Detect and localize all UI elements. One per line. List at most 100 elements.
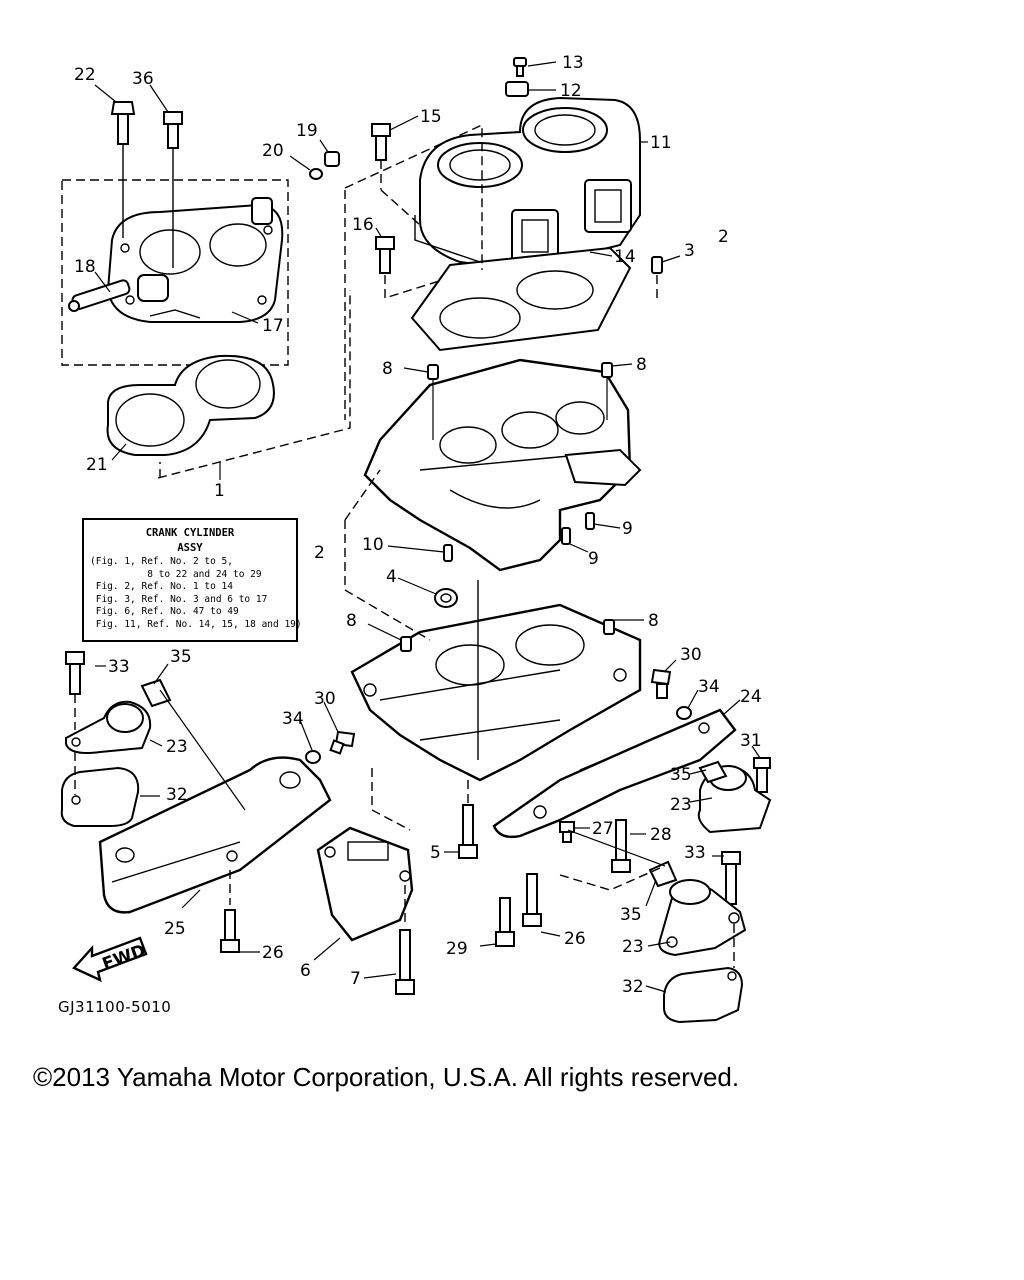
label-26a: 26 [262,943,284,963]
label-11: 11 [650,133,672,153]
label-2b: 2 [314,543,325,563]
label-31: 31 [740,731,762,751]
cylinder-head [106,197,284,323]
assy-line-main [344,123,483,270]
label-18: 18 [74,257,96,277]
assy-line-lower [371,768,411,831]
exploded-parts-diagram: FWD [60,53,772,1024]
label-35b: 35 [670,765,692,785]
part-3-dowel [651,256,663,300]
figure-code: GJ31100-5010 [58,998,172,1016]
label-36: 36 [132,69,154,89]
label-32b: 32 [622,977,644,997]
part-12-clip [505,81,529,97]
part-26-bolt-right [522,873,542,927]
legend-line-1: (Fig. 1, Ref. No. 2 to 5, [90,556,233,567]
part-32-plate-left [60,766,140,827]
label-30a: 30 [314,689,336,709]
legend-title-line-1: CRANK CYLINDER [145,527,235,539]
upper-crankcase [363,358,642,572]
label-15: 15 [420,107,442,127]
part-4-bushing [434,588,458,608]
part-15-bolt [371,123,421,226]
fwd-arrow-icon: FWD [72,936,148,983]
label-33b: 33 [684,843,706,863]
part-30-bolt-left [329,730,356,755]
label-21: 21 [86,455,108,475]
part-34-washer-right [676,706,692,720]
part-29-bolt [495,897,515,947]
part-9-pin-a [585,512,595,530]
head-gasket [106,354,275,456]
label-35a: 35 [170,647,192,667]
legend-title-line-2: ASSY [177,542,203,554]
assy-line-crankcase [344,469,431,641]
part-28-bolt [611,819,631,873]
label-8c: 8 [346,611,357,631]
label-17: 17 [262,316,284,336]
assy-line-right [559,867,661,891]
part-22-bolt [110,101,136,238]
part-8-dowel-c [400,636,412,652]
part-9-pin-b [561,527,571,545]
label-28: 28 [650,825,672,845]
part-18-plug [68,279,131,312]
label-10: 10 [362,535,384,555]
part-13-screw [513,57,527,77]
part-23-mount-left [65,700,152,754]
part-26-bolt-left [220,870,240,953]
label-25: 25 [164,919,186,939]
label-8a: 8 [382,359,393,379]
part-8-dowel-a [427,364,439,380]
label-24: 24 [740,687,762,707]
label-9b: 9 [588,549,599,569]
label-34a: 34 [282,709,304,729]
lower-crankcase [350,603,642,782]
part-8-dowel-d [603,619,615,635]
label-34b: 34 [698,677,720,697]
part-35-shim-left [140,678,172,708]
label-16: 16 [352,215,374,235]
label-30b: 30 [680,645,702,665]
label-19: 19 [296,121,318,141]
label-8d: 8 [648,611,659,631]
copyright-notice: ©2013 Yamaha Motor Corporation, U.S.A. A… [33,1062,740,1092]
part-7-bolt [395,885,415,995]
part-31-bolt [753,757,771,793]
legend-line-6: Fig. 11, Ref. No. 14, 15, 18 and 19) [90,618,302,630]
part-19-nut [324,151,340,167]
cylinder-block [414,96,641,272]
part-23-mount-right-lower [658,879,747,957]
label-35c: 35 [620,905,642,925]
cylinder-head-group-outline [61,179,289,366]
label-6: 6 [300,961,311,981]
label-23a: 23 [166,737,188,757]
part-6-bracket [316,826,414,942]
label-20: 20 [262,141,284,161]
label-4: 4 [386,567,397,587]
legend-line-2: 8 to 22 and 24 to 29 [90,568,262,580]
part-35-shim-right-upper [698,760,728,784]
label-2a: 2 [718,227,729,247]
callout-labels: 22 36 19 20 18 17 21 1 13 12 11 15 16 14… [74,53,762,997]
label-5: 5 [430,843,441,863]
label-26b: 26 [564,929,586,949]
label-33a: 33 [108,657,130,677]
legend-line-3: Fig. 2, Ref. No. 1 to 14 [90,581,233,592]
label-23c: 23 [622,937,644,957]
label-29: 29 [446,939,468,959]
part-20-washer [309,168,323,180]
label-13: 13 [562,53,584,73]
part-23-mount-right-upper [697,764,772,834]
label-22: 22 [74,65,96,85]
leader-lines [94,61,761,993]
assy-line-gasket [157,190,351,479]
label-12: 12 [560,81,582,101]
part-33-bolt-left [65,651,85,730]
assy-legend-box: CRANK CYLINDER ASSY (Fig. 1, Ref. No. 2 … [82,518,302,642]
part-34-washer-left [305,750,321,764]
part-5-bolt [458,780,478,859]
legend-line-5: Fig. 6, Ref. No. 47 to 49 [90,606,239,617]
label-3: 3 [684,241,695,261]
part-25-bracket [98,756,332,914]
